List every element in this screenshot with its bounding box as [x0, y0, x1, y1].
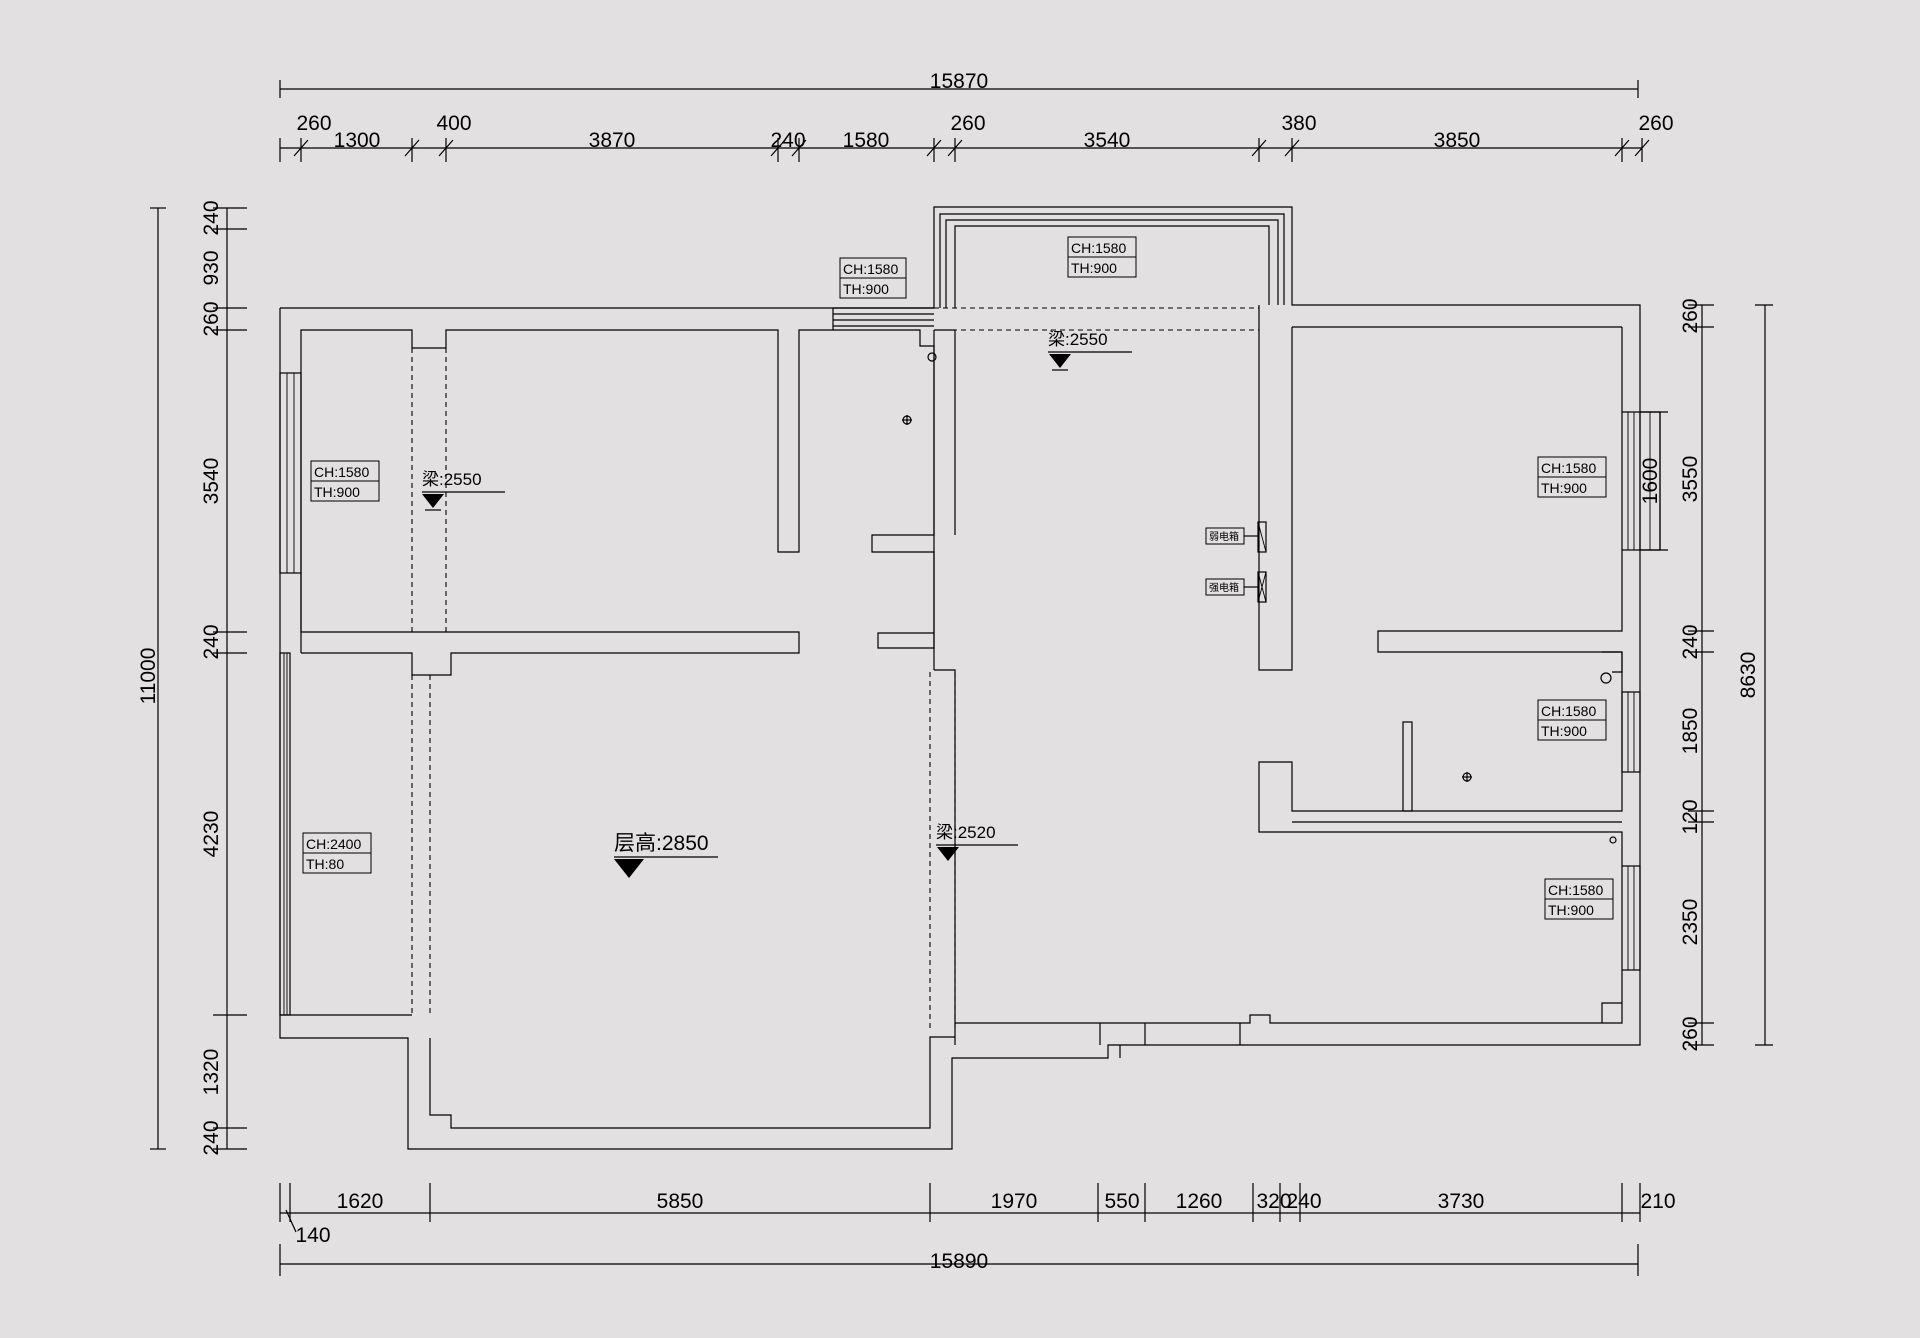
dim-top: 3540	[1084, 129, 1131, 152]
dim-top: 3870	[589, 129, 636, 152]
dim-left: 3540	[200, 458, 223, 505]
dim-right: 260	[1679, 298, 1702, 333]
window-tag: CH:1580 TH:900	[310, 460, 380, 502]
window-tag: CH:1580 TH:900	[1537, 456, 1607, 498]
dim-bottom: 3730	[1438, 1190, 1485, 1213]
dim-top: 3850	[1434, 129, 1481, 152]
beam-label: 梁:2550	[422, 470, 505, 511]
ceiling-height-label: 层高:2850	[614, 832, 718, 878]
window-tag: CH:1580 TH:900	[1067, 236, 1137, 278]
weak-panel-label: 弱电箱	[1209, 530, 1239, 543]
dim-left: 260	[200, 301, 223, 336]
level-marker-icon	[614, 859, 644, 878]
window-ch: CH:1580	[843, 261, 898, 277]
dim-top-total: 15870	[930, 70, 988, 93]
dim-top: 1300	[334, 129, 381, 152]
dim-top: 400	[436, 112, 471, 135]
beam-text: 梁:2550	[1048, 330, 1108, 349]
dim-bottom: 1970	[991, 1190, 1038, 1213]
window-th: TH:900	[1541, 723, 1587, 739]
window-th: TH:80	[306, 856, 344, 872]
dim-window-right: 1600	[1639, 458, 1662, 505]
dim-bottom: 210	[1640, 1190, 1675, 1213]
window-th: TH:900	[314, 484, 360, 500]
dim-top: 380	[1281, 112, 1316, 135]
window-ch: CH:1580	[1071, 240, 1126, 256]
dim-left: 4230	[200, 811, 223, 858]
level-marker-icon	[1049, 354, 1071, 368]
dim-left: 240	[200, 1120, 223, 1155]
weak-current-panel: 弱电箱	[1205, 521, 1267, 553]
dimension-lines	[150, 80, 1773, 1276]
dim-left: 240	[200, 200, 223, 235]
dim-bottom-extra: 140	[295, 1224, 330, 1247]
dim-right: 120	[1679, 799, 1702, 834]
dimension-texts: 15870 260 1300 400 3870 240 1580 260 354…	[137, 70, 1760, 1273]
window-th: TH:900	[1071, 260, 1117, 276]
dim-right-total: 8630	[1737, 652, 1760, 699]
dim-top: 240	[770, 129, 805, 152]
dim-bottom: 320	[1256, 1190, 1291, 1213]
dim-top: 260	[950, 112, 985, 135]
dim-top: 1580	[843, 129, 890, 152]
dim-bottom: 1620	[337, 1190, 384, 1213]
ceiling-height-text: 层高:2850	[614, 832, 709, 855]
walls	[279, 206, 1661, 1150]
dim-left: 930	[200, 250, 223, 285]
window-th: TH:900	[1548, 902, 1594, 918]
dim-bottom: 550	[1104, 1190, 1139, 1213]
strong-current-panel: 强电箱	[1205, 571, 1267, 603]
beam-lines	[411, 307, 1622, 1030]
dim-left-total: 11000	[137, 648, 160, 705]
dim-right: 260	[1679, 1016, 1702, 1051]
window-tag: CH:2400 TH:80	[302, 832, 372, 874]
beam-text: 梁:2520	[936, 823, 996, 842]
window-tag: CH:1580 TH:900	[839, 257, 907, 299]
beam-label: 梁:2550	[1048, 330, 1132, 371]
dim-left: 1320	[200, 1049, 223, 1096]
dim-right: 1850	[1679, 708, 1702, 755]
level-marker-icon	[422, 494, 444, 508]
window-ch: CH:1580	[1548, 882, 1603, 898]
window-ch: CH:1580	[1541, 460, 1596, 476]
drain-icon	[927, 352, 937, 362]
dim-right: 240	[1679, 624, 1702, 659]
window-ch: CH:1580	[314, 464, 369, 480]
dim-bottom: 240	[1286, 1190, 1321, 1213]
window-ch: CH:1580	[1541, 703, 1596, 719]
window-th: TH:900	[1541, 480, 1587, 496]
beam-text: 梁:2550	[422, 470, 482, 489]
dim-left: 240	[200, 624, 223, 659]
beam-label: 梁:2520	[936, 823, 1018, 861]
window-th: TH:900	[843, 281, 889, 297]
window-tag: CH:1580 TH:900	[1537, 699, 1607, 741]
dim-bottom-total: 15890	[930, 1250, 988, 1273]
drain-icon	[1609, 836, 1617, 844]
window-ch: CH:2400	[306, 836, 361, 852]
dim-top: 260	[1638, 112, 1673, 135]
drain-icon	[1600, 672, 1612, 684]
dim-bottom: 1260	[1176, 1190, 1223, 1213]
window-tag: CH:1580 TH:900	[1544, 878, 1614, 920]
dim-bottom: 5850	[657, 1190, 704, 1213]
dim-top: 260	[296, 112, 331, 135]
level-marker-icon	[937, 847, 959, 861]
strong-panel-label: 强电箱	[1209, 581, 1239, 594]
dim-right: 2350	[1679, 899, 1702, 946]
dim-right: 3550	[1679, 456, 1702, 503]
